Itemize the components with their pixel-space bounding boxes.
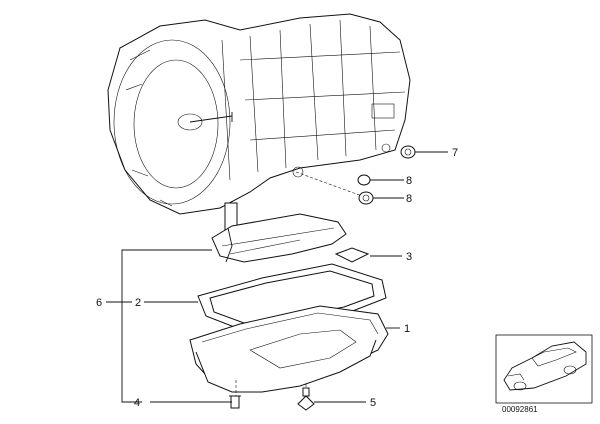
filter-seal	[334, 247, 370, 263]
callout-2: 2	[135, 297, 141, 309]
plug-8b	[358, 191, 374, 205]
transmission-housing	[107, 13, 411, 215]
catalog-number: 00092861	[502, 405, 538, 414]
seal-ring-8a	[357, 174, 371, 186]
callout-7: 7	[452, 147, 458, 159]
callout-5: 5	[370, 397, 376, 409]
callout-3: 3	[406, 251, 412, 263]
oil-filter	[211, 202, 347, 263]
callout-8-upper: 8	[406, 175, 412, 187]
plug-7	[400, 145, 416, 159]
leader-lines	[106, 151, 448, 403]
drain-plug-5	[297, 387, 315, 411]
vehicle-thumbnail	[495, 334, 593, 404]
callout-4: 4	[134, 397, 140, 409]
callout-1: 1	[404, 323, 410, 335]
callout-8-lower: 8	[406, 193, 412, 205]
callout-6: 6	[96, 297, 102, 309]
oil-pan	[189, 305, 389, 393]
